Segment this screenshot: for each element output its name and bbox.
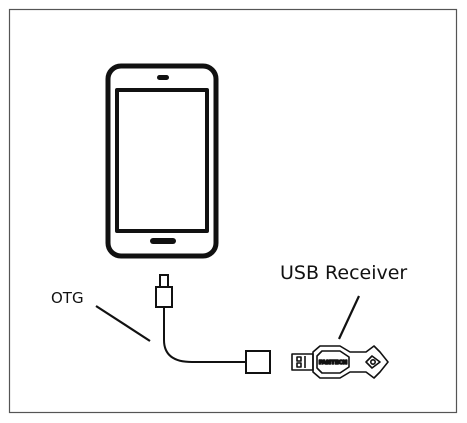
otg-cable	[163, 314, 246, 363]
dongle-plug-slot-2	[296, 362, 302, 368]
otg-label: OTG	[51, 289, 84, 307]
usb-c-tip	[159, 274, 169, 288]
usb-c-connector-icon	[155, 274, 173, 314]
usb-a-adapter-icon	[245, 350, 271, 374]
usb-c-housing	[155, 286, 173, 308]
dongle-led	[369, 358, 376, 365]
dongle-inner-bevel	[316, 350, 350, 374]
usb-receiver-label: USB Receiver	[280, 262, 407, 284]
dongle-brand-label: FANTECH	[319, 360, 348, 366]
otg-leader-line	[95, 305, 151, 342]
phone-screen	[115, 88, 209, 233]
dongle-diamond-cap	[365, 355, 381, 369]
phone-home-bar	[150, 238, 176, 244]
dongle-plug-slot-1	[296, 356, 302, 362]
phone-body	[105, 63, 219, 259]
diagram-frame	[8, 8, 458, 414]
usb-receiver-leader-line	[338, 295, 360, 340]
phone-speaker	[157, 75, 169, 80]
dongle-usb-plug	[291, 353, 314, 371]
usb-receiver-dongle-icon: FANTECH	[291, 345, 389, 379]
smartphone-icon	[105, 63, 219, 259]
dongle-body	[312, 345, 389, 379]
